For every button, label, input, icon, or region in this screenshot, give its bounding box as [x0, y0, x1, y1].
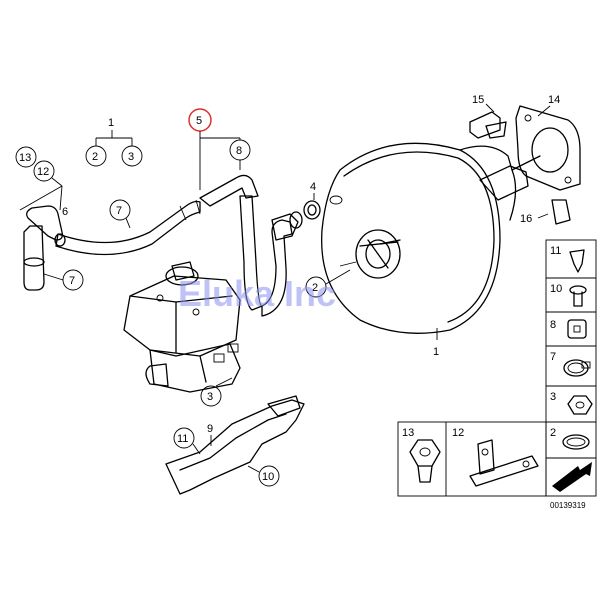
callout-6: 6	[62, 206, 68, 218]
callout-11: 11	[177, 433, 188, 445]
legend-num-13: 13	[402, 427, 414, 439]
callout-2-booster: 2	[312, 282, 318, 294]
nut-clip-icon	[409, 439, 441, 483]
legend-num-11: 11	[550, 245, 561, 257]
watermark-text: Eluka Inc	[178, 273, 336, 314]
bracket-9	[165, 399, 305, 495]
gasket-14	[515, 105, 581, 191]
hose-elbow	[26, 205, 64, 241]
callout-9: 9	[207, 423, 213, 435]
callout-4: 4	[310, 181, 316, 193]
arrow-icon	[552, 462, 592, 492]
callout-3: 3	[128, 151, 134, 163]
legend-num-2: 2	[550, 427, 556, 439]
callout-13: 13	[19, 152, 31, 164]
callout-2: 2	[92, 151, 98, 163]
legend-num-10: 10	[550, 283, 562, 295]
callout-14: 14	[548, 94, 560, 106]
callout-group-1-2-3: 1 2 3	[85, 117, 143, 167]
callout-3-cylinder: 3	[207, 391, 213, 403]
check-valve	[271, 213, 299, 241]
callout-8: 8	[236, 145, 242, 157]
callout-15: 15	[472, 94, 484, 106]
callout-12: 12	[37, 166, 49, 178]
legend-num-12: 12	[452, 427, 464, 439]
hex-nut-icon	[567, 395, 593, 415]
callout-1: 1	[108, 117, 114, 129]
callout-circle-2	[85, 145, 107, 167]
callout-circle-3	[121, 145, 143, 167]
bracket-15	[469, 111, 501, 139]
master-cylinder: 3	[123, 261, 241, 407]
callout-7-hose: 7	[116, 205, 122, 217]
bracket-icon	[469, 439, 539, 487]
clip-16	[551, 199, 571, 225]
push-clip-icon	[569, 249, 585, 273]
grommet-4: 4	[303, 181, 321, 220]
callout-1-booster: 1	[433, 346, 439, 358]
callout-16: 16	[520, 213, 532, 225]
legend-right-column: 11 10 8 7 3 2	[545, 239, 597, 459]
brake-booster: 2 1	[305, 142, 541, 358]
hose-long	[55, 200, 201, 256]
upper-right-brackets: 15 14 16	[469, 94, 581, 225]
legend-bottom-row: 13 12	[397, 421, 597, 497]
callout-7-left: 7	[69, 275, 75, 287]
legend-num-8: 8	[550, 319, 556, 331]
legend-right-frame	[545, 239, 597, 459]
hose-connector	[199, 174, 259, 207]
seal-ring-icon	[562, 434, 590, 450]
callout-10: 10	[262, 471, 274, 483]
legend-num-3: 3	[550, 391, 556, 403]
callout-group-5-8: 5 8	[188, 108, 251, 190]
legend-num-7: 7	[550, 351, 556, 363]
callout-5: 5	[196, 115, 202, 127]
hose-clamp-icon	[563, 359, 591, 377]
screw-icon	[569, 285, 587, 307]
catalog-number: 00139319	[550, 501, 586, 510]
orientation-arrow-box	[545, 457, 597, 497]
grommet-icon	[567, 319, 587, 339]
heat-shield-bracket: 9 11 10	[165, 395, 305, 495]
vacuum-hose-assembly: 7	[23, 174, 303, 317]
